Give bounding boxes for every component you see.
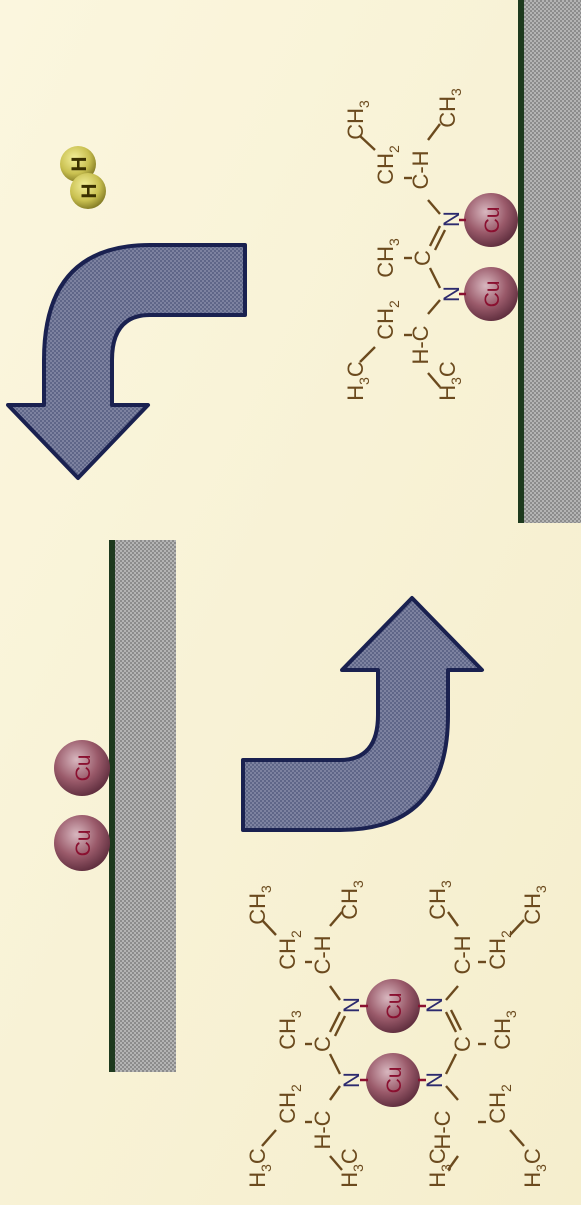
svg-text:H-C: H-C <box>408 325 433 364</box>
copper-atom: Cu <box>54 815 110 871</box>
copper-atom: Cu <box>464 193 518 247</box>
svg-text:Cu: Cu <box>481 281 504 308</box>
surface-left <box>109 540 176 1072</box>
copper-amidinate-dimer: Cu Cu N N N N C CH3 C-H CH3 CH2 CH3 H-C … <box>245 880 549 1188</box>
copper-atom: Cu <box>366 1053 420 1107</box>
svg-text:Cu: Cu <box>72 830 95 857</box>
nitrogen-label: N <box>339 997 364 1013</box>
svg-text:CH3: CH3 <box>337 880 366 920</box>
curved-arrow-top <box>6 243 247 480</box>
svg-text:CH3: CH3 <box>520 885 549 925</box>
surface-amidinate: Cu Cu N N C CH3 C-H CH3 CH2 CH3 H-C H3C … <box>343 88 518 401</box>
svg-text:CH3: CH3 <box>343 100 372 140</box>
svg-text:C: C <box>450 1036 475 1052</box>
svg-text:CH2: CH2 <box>485 1084 514 1124</box>
nitrogen-label: N <box>439 211 464 227</box>
svg-text:CH3: CH3 <box>425 880 454 920</box>
nitrogen-label: N <box>439 286 464 302</box>
svg-text:CH3: CH3 <box>245 885 274 925</box>
svg-text:CH3: CH3 <box>373 238 402 278</box>
svg-text:Cu: Cu <box>72 755 95 782</box>
svg-text:H3C: H3C <box>520 1148 549 1188</box>
svg-text:CH2: CH2 <box>275 930 304 970</box>
copper-atom: Cu <box>464 267 518 321</box>
svg-text:Cu: Cu <box>481 207 504 234</box>
nitrogen-label: N <box>422 1072 447 1088</box>
svg-text:H3C: H3C <box>343 361 372 401</box>
nitrogen-label: N <box>339 1072 364 1088</box>
svg-text:CH2: CH2 <box>275 1084 304 1124</box>
curved-arrow-bottom <box>241 596 484 832</box>
svg-text:C-H: C-H <box>310 935 335 974</box>
svg-text:H-C: H-C <box>430 1110 455 1149</box>
hydrogen-molecule: H H <box>60 146 106 209</box>
svg-text:H-C: H-C <box>310 1110 335 1149</box>
copper-atom: Cu <box>366 979 420 1033</box>
svg-text:H: H <box>78 183 101 198</box>
nitrogen-label: N <box>422 997 447 1013</box>
svg-text:C-H: C-H <box>450 935 475 974</box>
svg-text:CH2: CH2 <box>373 300 402 340</box>
svg-text:H3C: H3C <box>425 1148 454 1188</box>
svg-text:H3C: H3C <box>435 361 464 401</box>
svg-text:Cu: Cu <box>383 993 406 1020</box>
svg-text:H3C: H3C <box>245 1148 274 1188</box>
svg-text:C: C <box>310 1036 335 1052</box>
svg-text:CH3: CH3 <box>490 1010 519 1050</box>
svg-text:C-H: C-H <box>408 150 433 189</box>
svg-text:Cu: Cu <box>383 1067 406 1094</box>
svg-text:CH3: CH3 <box>275 1010 304 1050</box>
svg-text:CH2: CH2 <box>373 145 402 185</box>
surface-right <box>518 0 581 523</box>
copper-atom: Cu <box>54 740 110 796</box>
svg-text:CH2: CH2 <box>485 930 514 970</box>
svg-text:H: H <box>68 156 91 171</box>
svg-text:CH3: CH3 <box>435 88 464 128</box>
svg-text:H3C: H3C <box>337 1148 366 1188</box>
svg-text:C: C <box>410 250 435 266</box>
